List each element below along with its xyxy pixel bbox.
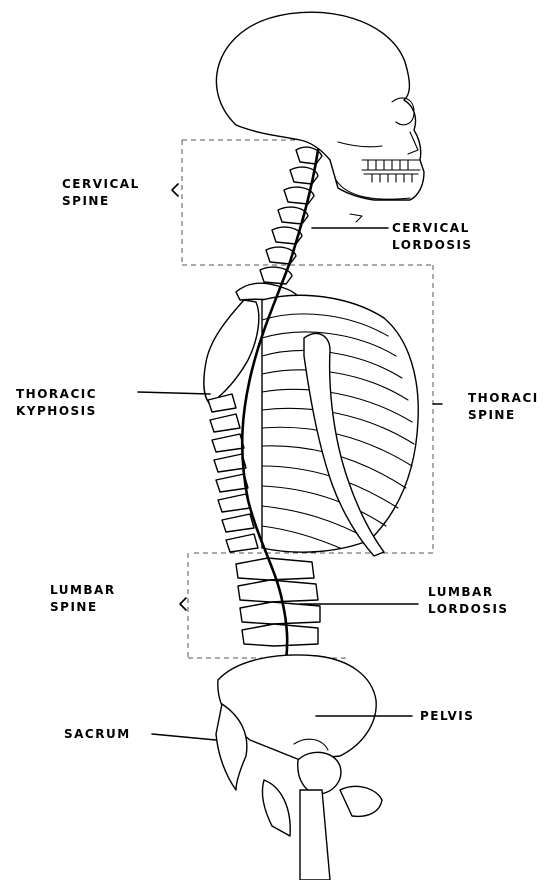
label-cervical-spine-line1: CERVICAL bbox=[62, 176, 140, 193]
thoracic-vertebrae bbox=[208, 394, 258, 552]
ribcage bbox=[262, 295, 418, 552]
label-thoracic-kyphosis: THORACIC KYPHOSIS bbox=[16, 386, 97, 420]
label-cervical-lordosis-line2: LORDOSIS bbox=[392, 237, 473, 254]
label-lumbar-lordosis-line2: LORDOSIS bbox=[428, 601, 509, 618]
label-thoracic-spine: THORACI SPINE bbox=[468, 390, 539, 424]
skull bbox=[216, 12, 424, 200]
scapula bbox=[204, 300, 259, 404]
greater-trochanter bbox=[340, 786, 382, 816]
label-cervical-spine-line2: SPINE bbox=[62, 193, 140, 210]
thoracic-kyphosis-leader bbox=[138, 392, 210, 394]
femur-head bbox=[298, 752, 341, 794]
label-pelvis: PELVIS bbox=[420, 708, 474, 725]
ribcage-outline bbox=[262, 295, 418, 552]
ischium bbox=[262, 780, 290, 836]
label-lumbar-lordosis: LUMBAR LORDOSIS bbox=[428, 584, 509, 618]
label-thoracic-kyphosis-line2: KYPHOSIS bbox=[16, 403, 97, 420]
lumbar-spine-brace bbox=[180, 598, 186, 610]
label-thoracic-kyphosis-line1: THORACIC bbox=[16, 386, 97, 403]
label-sacrum: SACRUM bbox=[64, 726, 131, 743]
pelvis bbox=[216, 655, 382, 880]
lumbar-vertebrae bbox=[236, 558, 320, 646]
label-thoracic-spine-line2: SPINE bbox=[468, 407, 539, 424]
cranium bbox=[216, 12, 424, 200]
label-cervical-spine: CERVICAL SPINE bbox=[62, 176, 140, 210]
label-lumbar-spine-line2: SPINE bbox=[50, 599, 116, 616]
label-lumbar-lordosis-line1: LUMBAR bbox=[428, 584, 509, 601]
sacrum-leader bbox=[152, 734, 216, 740]
cervical-spine-brace bbox=[172, 184, 178, 196]
label-lumbar-spine: LUMBAR SPINE bbox=[50, 582, 116, 616]
label-lumbar-spine-line1: LUMBAR bbox=[50, 582, 116, 599]
femur bbox=[300, 790, 330, 880]
label-cervical-lordosis: CERVICAL LORDOSIS bbox=[392, 220, 473, 254]
label-thoracic-spine-line1: THORACI bbox=[468, 390, 539, 407]
label-cervical-lordosis-line1: CERVICAL bbox=[392, 220, 473, 237]
